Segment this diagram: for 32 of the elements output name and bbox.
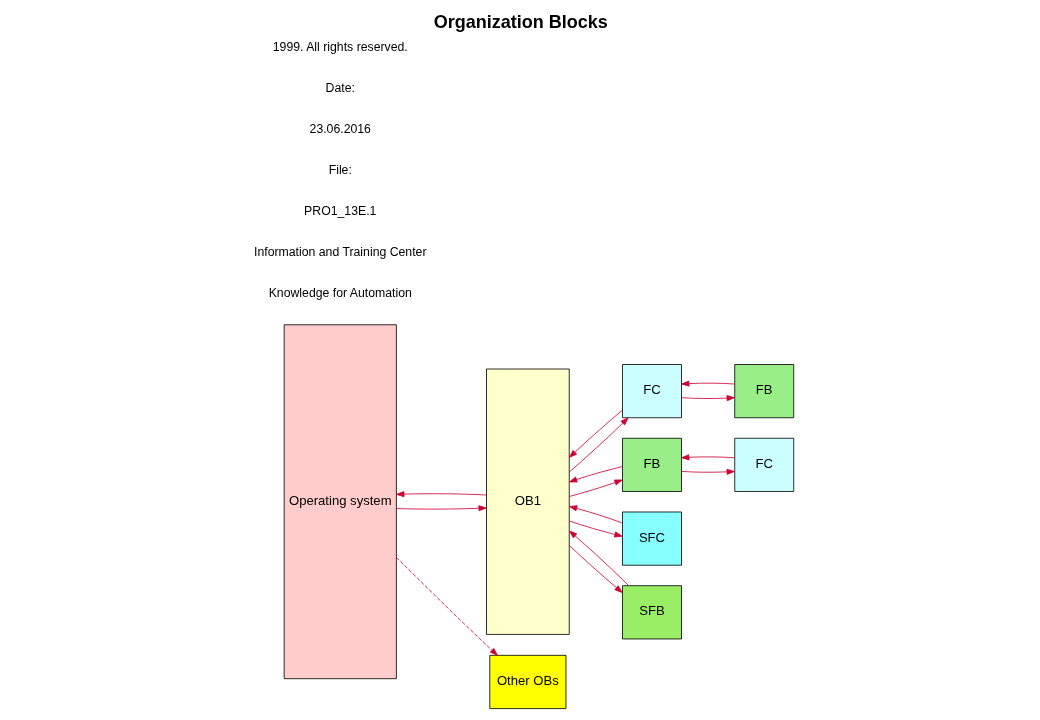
- arrow: [680, 380, 735, 387]
- arrow: [568, 466, 623, 483]
- node-box: OB1: [485, 368, 570, 635]
- label: File:: [328, 162, 352, 177]
- arrow: [568, 520, 623, 538]
- diagram-title: Organization Blocks: [433, 12, 608, 33]
- node-box: FB: [621, 437, 682, 492]
- arrow: [395, 557, 498, 656]
- arrow: [680, 454, 735, 461]
- label: Date:: [325, 80, 355, 95]
- label: Knowledge for Automation: [268, 285, 412, 300]
- arrow: [568, 479, 623, 497]
- node-box: FC: [621, 364, 682, 419]
- label: PRO1_13E.1: [303, 203, 376, 218]
- node-box: Other OBs: [488, 654, 566, 709]
- label: 23.06.2016: [309, 121, 371, 136]
- arrow: [568, 545, 623, 593]
- node-box: SFC: [621, 511, 682, 566]
- arrow: [568, 417, 628, 473]
- label: Information and Training Center: [253, 244, 427, 259]
- arrow: [568, 410, 623, 458]
- arrow: [680, 468, 735, 475]
- arrow: [568, 505, 623, 524]
- arrow: [680, 395, 735, 402]
- node-box: Operating system: [283, 324, 397, 680]
- arrow: [395, 491, 487, 498]
- arrow: [568, 530, 629, 586]
- node-box: FB: [733, 364, 794, 419]
- node-box: FC: [733, 437, 794, 492]
- label: 1999. All rights reserved.: [272, 39, 408, 54]
- arrow: [395, 505, 487, 512]
- node-box: SFB: [621, 585, 682, 640]
